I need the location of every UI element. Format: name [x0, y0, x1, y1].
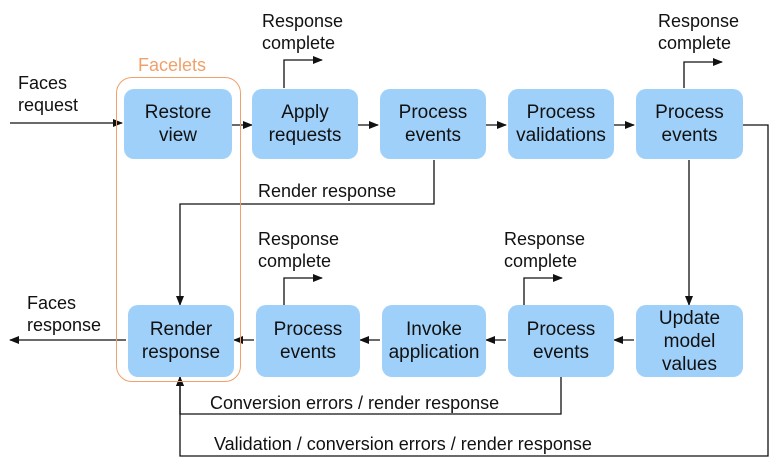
render-response-label: Render response — [258, 181, 397, 201]
node-process-events-2: Process events — [636, 89, 743, 159]
conversion-errors-label: Conversion errors / render response — [210, 393, 500, 413]
faces-request-label: Faces request — [18, 73, 79, 115]
facelets-label: Facelets — [138, 55, 207, 75]
validation-errors-label: Validation / conversion errors / render … — [214, 434, 592, 454]
node-process-events-1: Process events — [380, 89, 486, 159]
facelets-frame — [116, 77, 241, 382]
node-invoke-application: Invoke application — [382, 305, 486, 377]
node-restore-view: Restore view — [124, 89, 232, 159]
node-apply-requests: Apply requests — [252, 89, 358, 159]
node-process-events-3: Process events — [508, 305, 614, 377]
arrow-response-complete-3 — [283, 274, 323, 305]
arrow-validation-errors-loop — [176, 124, 769, 457]
response-complete-label-4: Response complete — [504, 229, 586, 271]
arrow-response-complete-2 — [683, 58, 723, 88]
node-update-model-values: Update model values — [636, 305, 743, 377]
node-render-response: Render response — [128, 305, 234, 377]
arrow-response-complete-1 — [283, 56, 323, 88]
response-complete-label-1: Response complete — [262, 11, 344, 53]
node-process-validations: Process validations — [508, 89, 614, 159]
faces-response-label: Faces response — [27, 293, 102, 335]
response-complete-label-3: Response complete — [258, 229, 340, 271]
arrow-render-response-loop — [176, 160, 435, 306]
node-process-events-4: Process events — [256, 305, 360, 377]
arrow-response-complete-4 — [523, 274, 563, 305]
response-complete-label-2: Response complete — [658, 11, 740, 53]
